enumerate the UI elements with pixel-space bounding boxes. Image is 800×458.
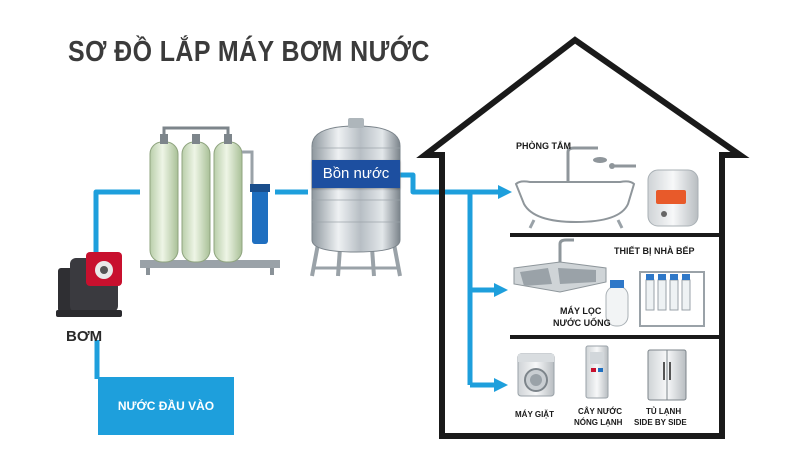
water-heater-icon [647, 169, 699, 227]
arrow-bathroom-icon [498, 185, 512, 199]
purifier-label-line2: NƯỚC UỐNG [553, 318, 611, 328]
refrigerator-icon [647, 349, 687, 401]
pipe-arrowheads [494, 185, 512, 392]
bathroom-label: PHÒNG TẮM [516, 141, 571, 151]
tank-to-house-pipe [400, 172, 470, 195]
house-outline [416, 36, 750, 439]
purifier-label-line1: MÁY LỌC [560, 306, 602, 316]
water-inlet-label: NƯỚC ĐẦU VÀO [117, 399, 215, 413]
water-tank-label: Bồn nước [312, 160, 400, 188]
arrow-laundry-icon [494, 378, 508, 392]
washer-label: MÁY GIẶT [515, 410, 554, 419]
dispenser-label-line2: NÓNG LẠNH [574, 418, 623, 427]
washing-machine-icon [517, 353, 555, 397]
pump-label: BƠM [66, 328, 103, 345]
pump-icon [56, 252, 122, 317]
arrow-kitchen-icon [494, 283, 508, 297]
filter-system-icon [140, 126, 280, 275]
water-pipes [93, 172, 500, 388]
water-inlet-box: NƯỚC ĐẦU VÀO [98, 377, 234, 435]
fridge-label-line2: SIDE BY SIDE [634, 418, 687, 427]
kitchen-label: THIẾT BỊ NHÀ BẾP [614, 246, 695, 256]
pump-to-filter-pipe [93, 189, 140, 258]
fridge-label-line1: TỦ LẠNH [646, 407, 682, 416]
page-title: SƠ ĐỒ LẮP MÁY BƠM NƯỚC [68, 36, 430, 68]
dispenser-label-line1: CÂY NƯỚC [578, 407, 622, 416]
bathtub-icon [514, 146, 636, 229]
water-purifier-icon [605, 271, 705, 327]
kitchen-sink-icon [513, 238, 607, 293]
water-dispenser-icon [585, 345, 609, 399]
water-tank-icon [310, 118, 402, 277]
